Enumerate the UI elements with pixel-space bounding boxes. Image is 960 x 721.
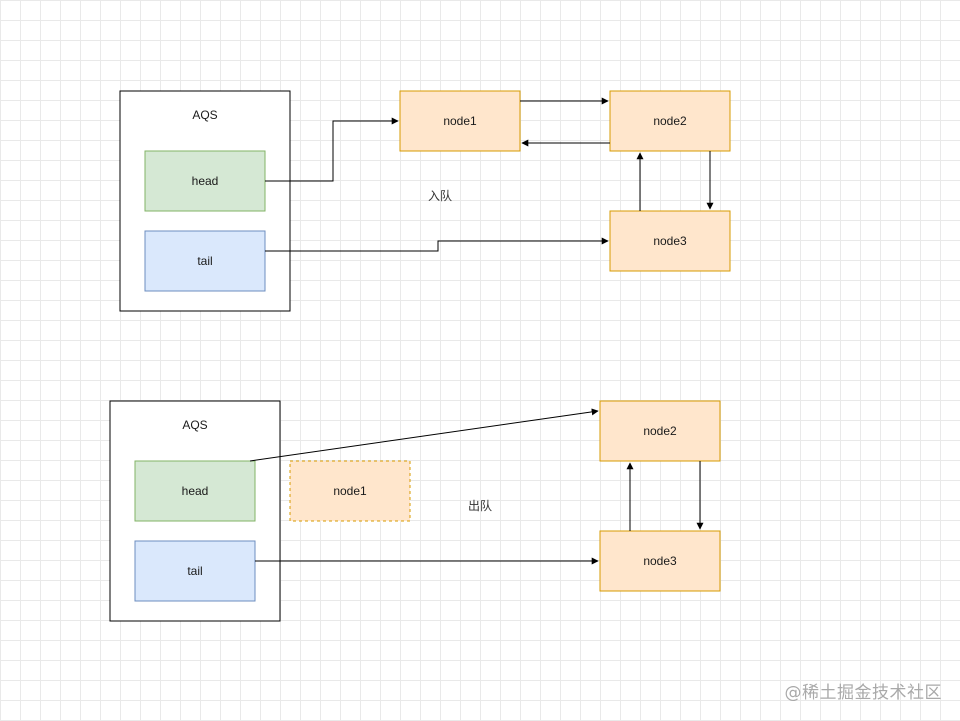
- node2-box-bottom[interactable]: [599, 400, 721, 462]
- dequeue-diagram: AQS head tail node1 node2 node3 出队: [109, 400, 721, 622]
- enqueue-caption: 入队: [428, 188, 452, 203]
- aqs-label-top: AQS: [192, 108, 217, 122]
- head-box-top[interactable]: [144, 150, 266, 212]
- watermark-text: @稀土掘金技术社区: [784, 683, 942, 703]
- tail-label-top: tail: [197, 254, 212, 268]
- head-label-top: head: [192, 174, 219, 188]
- node2-box-top[interactable]: [609, 90, 731, 152]
- edge-head-to-node2-bottom[interactable]: [249, 408, 599, 462]
- node3-label-top: node3: [653, 234, 687, 248]
- aqs-label-bottom: AQS: [182, 418, 207, 432]
- tail-box-top[interactable]: [144, 230, 266, 292]
- tail-box-bottom[interactable]: [134, 540, 256, 602]
- node1-box-bottom-removed[interactable]: [289, 460, 411, 522]
- tail-label-bottom: tail: [187, 564, 202, 578]
- dequeue-caption: 出队: [468, 498, 492, 513]
- edge-head-to-node1-top[interactable]: [265, 117, 399, 182]
- head-label-bottom: head: [182, 484, 209, 498]
- node1-box-top[interactable]: [399, 90, 521, 152]
- head-box-bottom[interactable]: [134, 460, 256, 522]
- enqueue-diagram: AQS head tail node1 node2 node3 入队: [119, 90, 731, 312]
- node1-label-top: node1: [443, 114, 477, 128]
- node2-label-top: node2: [653, 114, 687, 128]
- edge-tail-to-node3-top[interactable]: [265, 237, 609, 252]
- node1-label-bottom: node1: [333, 484, 367, 498]
- node3-box-bottom[interactable]: [599, 530, 721, 592]
- node3-label-bottom: node3: [643, 554, 677, 568]
- node3-box-top[interactable]: [609, 210, 731, 272]
- node2-label-bottom: node2: [643, 424, 677, 438]
